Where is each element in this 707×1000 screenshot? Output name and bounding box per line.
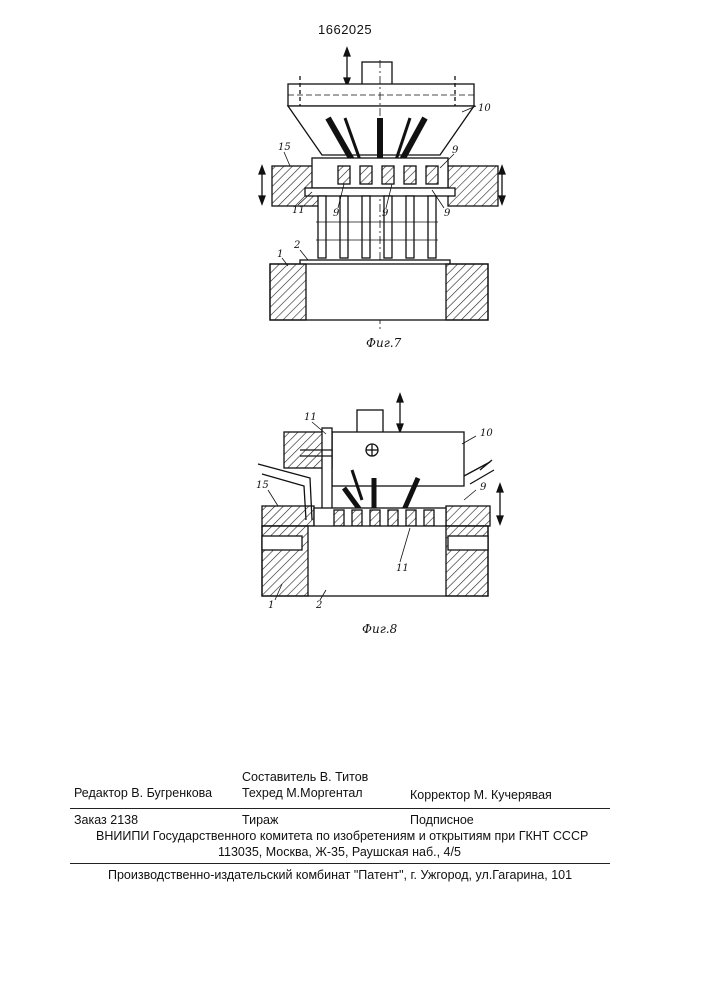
fig7-label-2: 2 xyxy=(294,240,300,251)
circulation-line: Тираж xyxy=(242,813,278,827)
technical-drawings xyxy=(0,0,707,700)
printer-line: Производственно-издательский комбинат "П… xyxy=(108,868,572,882)
colophon-rule-bottom xyxy=(70,863,610,864)
fig7-label-10: 10 xyxy=(478,103,491,114)
techred-line: Техред М.Моргентал xyxy=(242,786,363,800)
fig7-caption: Фиг.7 xyxy=(366,336,401,350)
fig7-label-9-mid: 9 xyxy=(382,208,388,219)
subscription-line: Подписное xyxy=(410,813,474,827)
order-line: Заказ 2138 xyxy=(74,813,138,827)
colophon-rule-top xyxy=(70,808,610,809)
fig8-label-15: 15 xyxy=(256,480,269,491)
fig7-label-9-top: 9 xyxy=(452,145,458,156)
fig7-label-9-left: 9 xyxy=(333,208,339,219)
fig7-label-15: 15 xyxy=(278,142,291,153)
fig8-label-2: 2 xyxy=(316,600,322,611)
fig7-label-1: 1 xyxy=(277,249,283,260)
figure-7-drawing xyxy=(259,48,505,330)
fig8-label-9: 9 xyxy=(480,482,486,493)
vniipi-line: ВНИИПИ Государственного комитета по изоб… xyxy=(96,829,588,843)
corrector-line: Корректор М. Кучерявая xyxy=(410,788,552,802)
fig8-label-11-top: 11 xyxy=(304,412,317,423)
fig7-label-11: 11 xyxy=(292,205,305,216)
figure-8-drawing xyxy=(258,394,503,600)
editor-line: Редактор В. Бугренкова xyxy=(74,786,212,800)
compiler-line: Составитель В. Титов xyxy=(242,770,368,784)
fig8-label-10: 10 xyxy=(480,428,493,439)
fig8-caption: Фиг.8 xyxy=(362,622,397,636)
fig8-label-1: 1 xyxy=(268,600,274,611)
address-line: 113035, Москва, Ж-35, Раушская наб., 4/5 xyxy=(218,845,461,859)
fig8-label-11-bottom: 11 xyxy=(396,563,409,574)
fig7-label-9-right: 9 xyxy=(444,208,450,219)
